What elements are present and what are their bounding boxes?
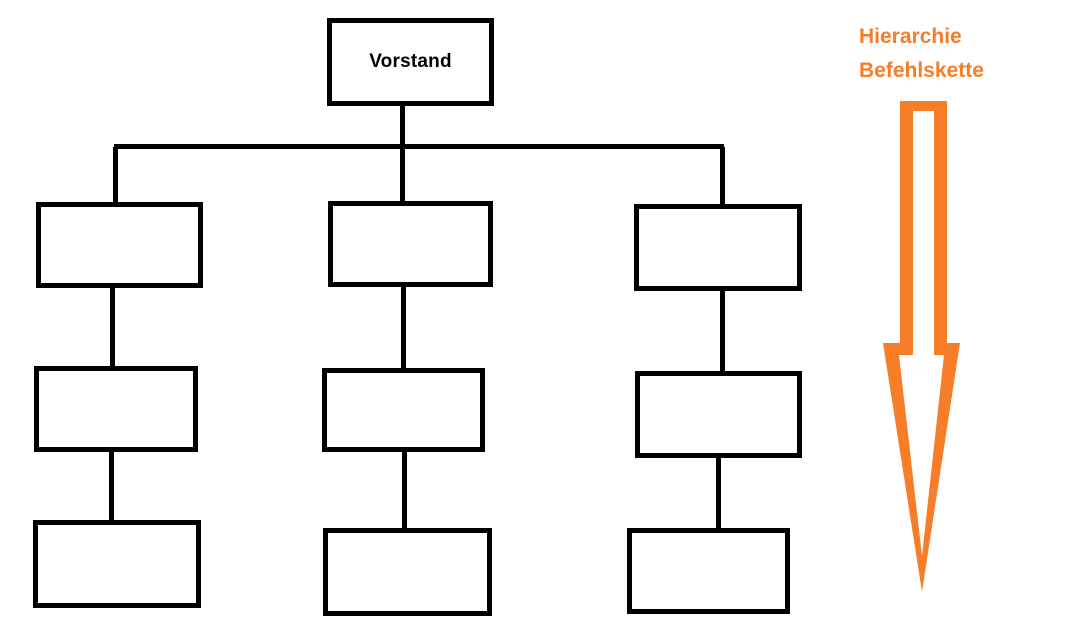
org-box-col3-row1 bbox=[634, 204, 802, 291]
org-box-col3-row2 bbox=[635, 371, 802, 458]
legend: Hierarchie Befehlskette bbox=[859, 20, 984, 88]
legend-line-2: Befehlskette bbox=[859, 59, 984, 82]
org-box-col2-row2 bbox=[322, 368, 485, 452]
connector-col3-row2-row3 bbox=[716, 456, 721, 530]
org-box-col1-row3 bbox=[33, 520, 201, 608]
org-box-col2-row1 bbox=[328, 201, 493, 287]
connector-col3-row1-row2 bbox=[720, 289, 725, 373]
org-box-col3-row3 bbox=[627, 528, 790, 614]
connector-drop-col3 bbox=[720, 147, 725, 206]
connector-drop-col2 bbox=[400, 147, 405, 203]
connector-col1-row1-row2 bbox=[110, 286, 115, 368]
org-box-root-label: Vorstand bbox=[369, 51, 452, 72]
connector-main-horizontal bbox=[114, 144, 724, 149]
legend-line-1: Hierarchie bbox=[859, 25, 962, 48]
connector-col1-row2-row3 bbox=[109, 450, 114, 522]
org-box-col1-row1 bbox=[36, 202, 203, 288]
connector-root-drop bbox=[400, 103, 405, 148]
org-box-root: Vorstand bbox=[327, 18, 494, 106]
connector-col2-row1-row2 bbox=[401, 285, 406, 370]
connector-col2-row2-row3 bbox=[402, 450, 407, 530]
connector-drop-col1 bbox=[113, 147, 118, 204]
org-box-col2-row3 bbox=[323, 528, 492, 616]
org-box-col1-row2 bbox=[34, 366, 198, 452]
